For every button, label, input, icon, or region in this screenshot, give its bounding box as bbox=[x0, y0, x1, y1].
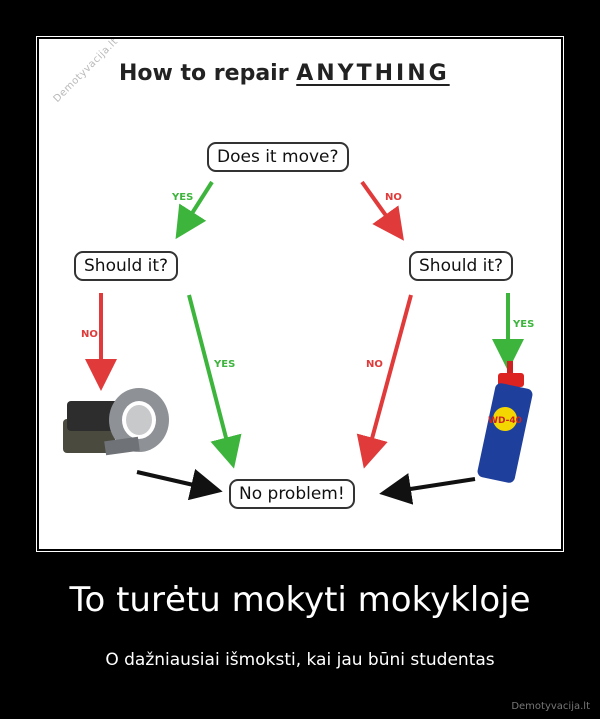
label-right-no: NO bbox=[366, 359, 383, 370]
diagram-panel: Demotyvacija.lt How to repair ANYTHING bbox=[39, 39, 561, 549]
label-left-no: NO bbox=[81, 329, 98, 340]
arrow-top-no bbox=[360, 180, 404, 241]
caption-title: To turėtu mokyti mokykloje bbox=[69, 580, 531, 620]
arrow-spray-to-result bbox=[379, 473, 476, 505]
diagram-title: How to repair ANYTHING bbox=[119, 61, 450, 86]
node-should-it-left: Should it? bbox=[74, 251, 179, 281]
title-emphasis: ANYTHING bbox=[296, 61, 450, 86]
node-does-it-move: Does it move? bbox=[207, 142, 349, 172]
caption-subtitle: O dažniausiai išmoksti, kai jau būni stu… bbox=[105, 650, 495, 670]
wd40-can-icon: WD-40 bbox=[477, 361, 533, 483]
arrow-right-no bbox=[356, 294, 413, 469]
arrow-left-yes bbox=[187, 294, 242, 469]
arrow-tape-to-result bbox=[136, 468, 223, 501]
label-right-yes: YES bbox=[513, 319, 535, 330]
svg-text:WD-40: WD-40 bbox=[488, 416, 522, 426]
label-left-yes: YES bbox=[214, 359, 236, 370]
title-prefix: How to repair bbox=[119, 61, 297, 86]
arrow-top-yes bbox=[175, 180, 214, 240]
node-should-it-right: Should it? bbox=[409, 251, 514, 281]
label-top-no: NO bbox=[385, 192, 402, 203]
flow-arrows: WD-40 bbox=[63, 180, 533, 505]
label-top-yes: YES bbox=[172, 192, 194, 203]
site-watermark: Demotyvacija.lt bbox=[511, 701, 590, 712]
node-no-problem: No problem! bbox=[229, 479, 355, 509]
duct-tape-icon bbox=[63, 388, 169, 456]
